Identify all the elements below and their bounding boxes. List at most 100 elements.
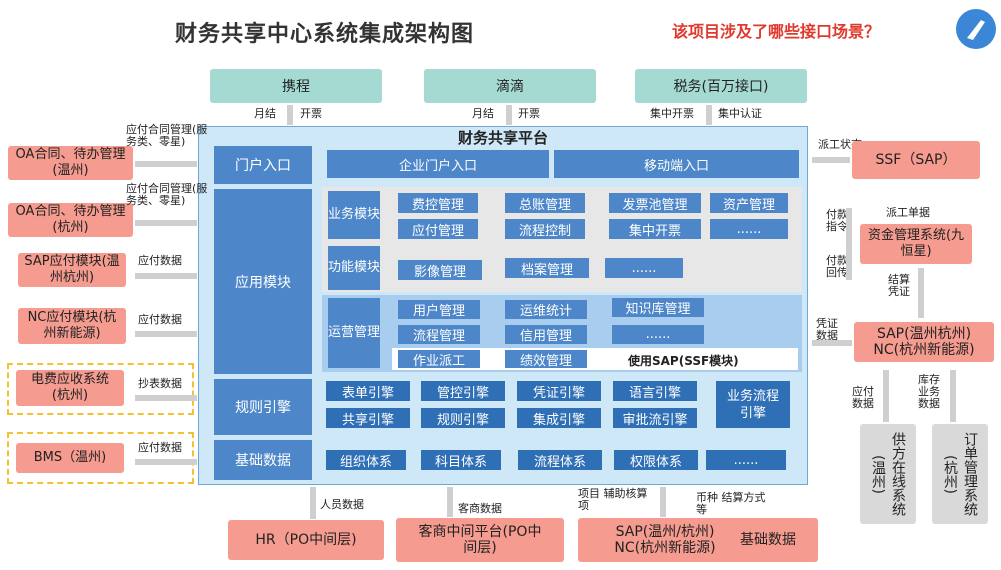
ops-item: 流程管理	[398, 325, 480, 344]
oa-hangzhou-box: OA合同、待办管理(杭州)	[8, 203, 133, 237]
biz-item: 流程控制	[505, 219, 585, 239]
sap-nc-box: SAP(温州杭州) NC(杭州新能源)	[854, 322, 994, 362]
oa-wenzhou-box: OA合同、待办管理(温州)	[8, 146, 133, 180]
hr-box: HR（PO中间层)	[228, 520, 384, 560]
base-item: 科目体系	[421, 450, 501, 470]
tax-label-2: 集中认证	[718, 107, 762, 120]
func-item: ......	[605, 258, 683, 278]
payable-arrow	[883, 370, 889, 422]
biz-item: 资产管理	[710, 193, 788, 213]
currency-label: 币种 结算方式等	[696, 491, 766, 516]
page-title: 财务共享中心系统集成架构图	[175, 22, 475, 47]
nc-payable-arrow	[135, 331, 197, 337]
stock-arrow	[950, 370, 956, 422]
ctrip-arrow	[287, 105, 293, 125]
engine-item: 表单引擎	[326, 381, 410, 401]
engine-item: 语言引擎	[613, 381, 697, 401]
ssf-row	[392, 348, 798, 370]
ops-item: 信用管理	[505, 325, 587, 344]
payable-label: 应付数据	[852, 385, 874, 410]
base-data-header: 基础数据	[214, 440, 312, 480]
logo-icon	[956, 9, 996, 49]
electricity-dashed-frame	[7, 363, 194, 415]
engine-item: 凭证引擎	[517, 381, 601, 401]
merchant-box: 客商中间平台(PO中间层)	[396, 518, 564, 562]
oa-wenzhou-note: 应付合同管理(服务类、零星)	[126, 123, 208, 148]
voucher-label: 凭证数据	[816, 317, 838, 342]
stock-label: 库存业务数据	[918, 373, 940, 410]
electricity-arrow	[135, 395, 197, 401]
app-module-header: 应用模块	[214, 189, 312, 374]
didi-label-2: 开票	[518, 107, 540, 120]
sap-payable-arrow	[135, 273, 197, 279]
settle-label: 结算凭证	[888, 273, 910, 298]
didi-label-1: 月结	[472, 107, 494, 120]
ops-item: 绩效管理	[505, 350, 587, 369]
payment-return-label: 付款回传	[826, 254, 848, 279]
biz-item: 应付管理	[398, 219, 478, 239]
enterprise-portal: 企业门户入口	[327, 150, 549, 178]
bms-arrow	[135, 459, 197, 465]
ssf-status-label: 派工状态	[818, 138, 862, 151]
func-item: 影像管理	[398, 260, 482, 280]
engine-item: 集成引擎	[517, 408, 601, 428]
merchant-arrow	[447, 487, 453, 517]
supplier-online-box: 供方在线系统(温州)	[860, 424, 916, 524]
portal-header: 门户入口	[214, 146, 312, 184]
nc-payable-note: 应付数据	[138, 313, 182, 326]
voucher-arrow	[812, 340, 852, 346]
ops-item: 运维统计	[505, 300, 587, 319]
oa-wenzhou-arrow	[135, 161, 197, 167]
engine-item: 规则引擎	[421, 408, 505, 428]
ctrip-label-2: 开票	[300, 107, 322, 120]
didi-arrow	[506, 105, 512, 125]
biz-item: 集中开票	[609, 219, 701, 239]
payment-order-label: 付款指令	[826, 208, 848, 233]
ctrip-label-1: 月结	[254, 107, 276, 120]
hr-arrow	[310, 487, 316, 519]
ops-label: 运营管理	[328, 298, 380, 368]
mobile-portal: 移动端入口	[554, 150, 799, 178]
order-mgmt-box: 订单管理系统(杭州)	[932, 424, 988, 524]
tax-box: 税务(百万接口)	[635, 69, 807, 103]
bms-box: BMS（温州)	[16, 443, 124, 473]
fund-arrow	[846, 208, 852, 280]
ssf-box: SSF（SAP）	[852, 141, 980, 179]
fund-system-box: 资金管理系统(九恒星)	[860, 224, 972, 264]
sap-nc-bottom-extra: 基础数据	[740, 532, 796, 548]
biz-item: ......	[710, 219, 788, 239]
project-label: 项目 辅助核算项	[578, 487, 648, 512]
engine-item: 审批流引擎	[613, 408, 697, 428]
platform-title: 财务共享平台	[457, 129, 548, 147]
ctrip-box: 携程	[210, 69, 382, 103]
base-item: 流程体系	[518, 450, 602, 470]
ops-item: 知识库管理	[612, 298, 704, 317]
engine-item: 管控引擎	[421, 381, 505, 401]
tax-arrow	[706, 105, 712, 125]
base-item: 组织体系	[326, 450, 406, 470]
sap-nc-bottom-name: SAP(温州/杭州) NC(杭州新能源)	[614, 524, 716, 556]
ssf-note: 使用SAP(SSF模块)	[628, 354, 739, 368]
oa-hangzhou-arrow	[135, 220, 197, 226]
merchant-label: 客商数据	[458, 502, 502, 515]
bms-dashed-frame	[7, 432, 194, 484]
ops-item: 用户管理	[398, 300, 480, 319]
func-item: 档案管理	[505, 258, 589, 278]
rules-header: 规则引擎	[214, 379, 312, 435]
question-text: 该项目涉及了哪些接口场景？	[672, 22, 881, 41]
biz-item: 总账管理	[505, 193, 585, 213]
hr-label: 人员数据	[320, 498, 364, 511]
electricity-note: 抄表数据	[138, 377, 182, 390]
tax-label-1: 集中开票	[650, 107, 694, 120]
ops-item: 作业派工	[398, 350, 480, 369]
ssf-arrow	[812, 157, 850, 163]
function-label: 功能模块	[328, 246, 380, 290]
biz-item: 费控管理	[398, 193, 478, 213]
bms-note: 应付数据	[138, 441, 182, 454]
biz-item: 发票池管理	[609, 193, 701, 213]
ops-item: ......	[612, 325, 704, 344]
dispatch-label: 派工单据	[886, 206, 930, 219]
electricity-box: 电费应收系统(杭州)	[16, 370, 124, 406]
sap-nc-bottom-arrow	[660, 487, 666, 517]
engine-item: 共享引擎	[326, 408, 410, 428]
